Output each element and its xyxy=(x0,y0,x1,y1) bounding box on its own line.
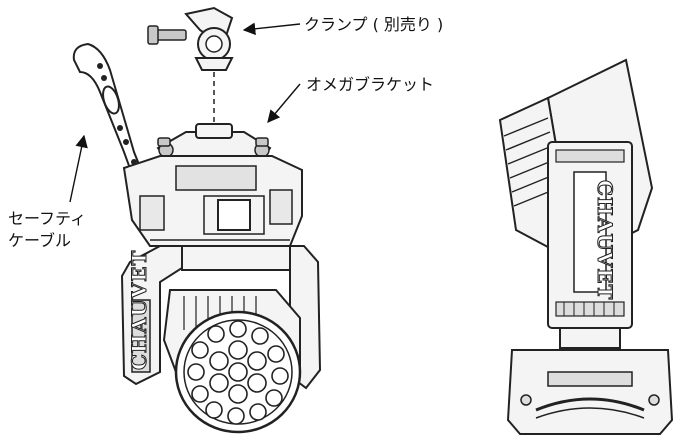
fixture-side-view: CHAUVET xyxy=(498,58,674,435)
clamp-drawing xyxy=(147,6,234,71)
led-lenses xyxy=(187,320,289,425)
side-yoke-arm: CHAUVET xyxy=(547,141,633,329)
clamp-callout-line xyxy=(242,22,301,36)
side-base xyxy=(506,327,674,435)
fixture-front-view: CHAUVET xyxy=(72,6,322,434)
omega-bracket-drawing xyxy=(156,123,272,161)
safety-cable-label-line2: ケーブル xyxy=(8,231,71,250)
clamp-label: クランプ ( 別売り ) xyxy=(304,15,443,34)
fixture-base xyxy=(122,155,303,247)
safety-cable-callout-line xyxy=(69,134,88,203)
fixture-head xyxy=(162,289,302,434)
omega-bracket-callout-line xyxy=(267,83,301,123)
yoke-logo-right: CHAUVET xyxy=(593,180,617,300)
yoke-logo-left: CHAUVET xyxy=(127,250,151,370)
fixture-yoke: CHAUVET xyxy=(120,245,322,390)
safety-cable-label-line1: セーフティ xyxy=(8,209,86,228)
omega-bracket-label: オメガブラケット xyxy=(306,75,434,94)
